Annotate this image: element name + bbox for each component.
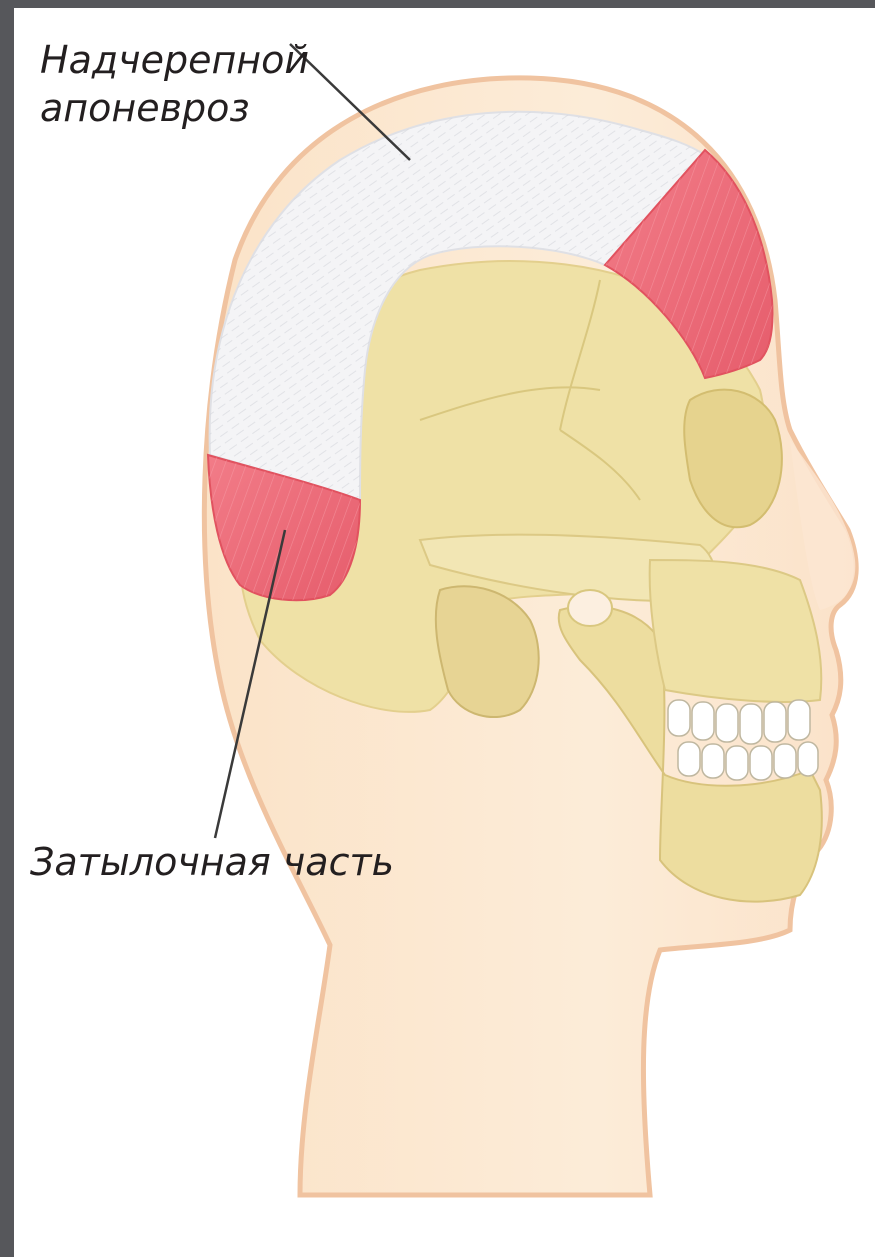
skull-jaw-notch [568, 590, 612, 626]
label-occipital-part: Затылочная часть [30, 838, 394, 886]
label-aponeurosis: Надчерепной апоневроз [40, 36, 309, 132]
label-aponeurosis-line2: апоневроз [40, 84, 309, 132]
skull-maxilla [650, 560, 822, 702]
label-aponeurosis-line1: Надчерепной [40, 36, 309, 84]
